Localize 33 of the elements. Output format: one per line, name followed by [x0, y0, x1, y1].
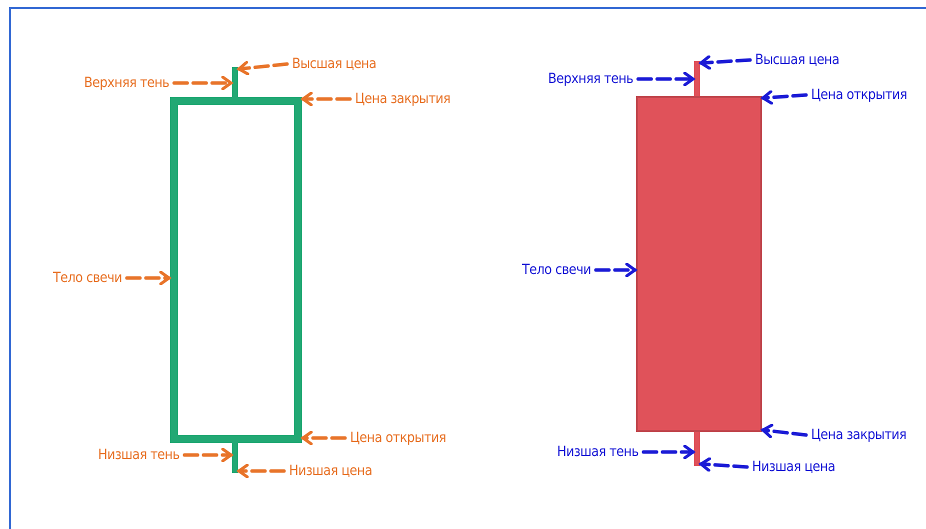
candle-wick [232, 443, 238, 473]
annotation-label: Высшая цена [755, 51, 840, 69]
candle-wick [694, 61, 700, 97]
leader-arrow [761, 424, 808, 438]
candle-body [636, 96, 762, 432]
leader-arrow [594, 262, 637, 278]
annotation-label: Высшая цена [292, 55, 376, 73]
annotation-label: Цена закрытия [355, 90, 450, 108]
annotation-label: Низшая цена [289, 462, 372, 480]
annotation-label: Низшая тень [557, 443, 639, 461]
leader-arrow [699, 55, 752, 70]
leader-arrow [699, 457, 749, 472]
annotation-label: Верхняя тень [84, 74, 170, 92]
annotation-label: Низшая тень [98, 446, 180, 464]
leader-arrow [237, 464, 286, 478]
leader-arrow [172, 76, 233, 90]
leader-arrow [761, 90, 808, 105]
candle-wick [694, 432, 700, 466]
annotation-label: Цена открытия [350, 429, 446, 447]
candle-body [170, 97, 302, 443]
leader-arrow [636, 72, 695, 86]
annotation-label: Тело свечи [53, 269, 122, 287]
annotation-label: Цена открытия [811, 86, 907, 104]
leader-arrow [182, 448, 233, 462]
leader-arrow [301, 430, 347, 446]
leader-arrow [642, 444, 695, 460]
annotation-label: Низшая цена [752, 458, 836, 476]
leader-arrow [125, 270, 171, 286]
annotation-label: Тело свечи [522, 261, 591, 279]
leader-arrow [237, 60, 289, 76]
leader-arrow [301, 92, 352, 106]
annotation-label: Цена закрытия [811, 426, 906, 444]
annotation-label: Верхняя тень [548, 70, 634, 88]
